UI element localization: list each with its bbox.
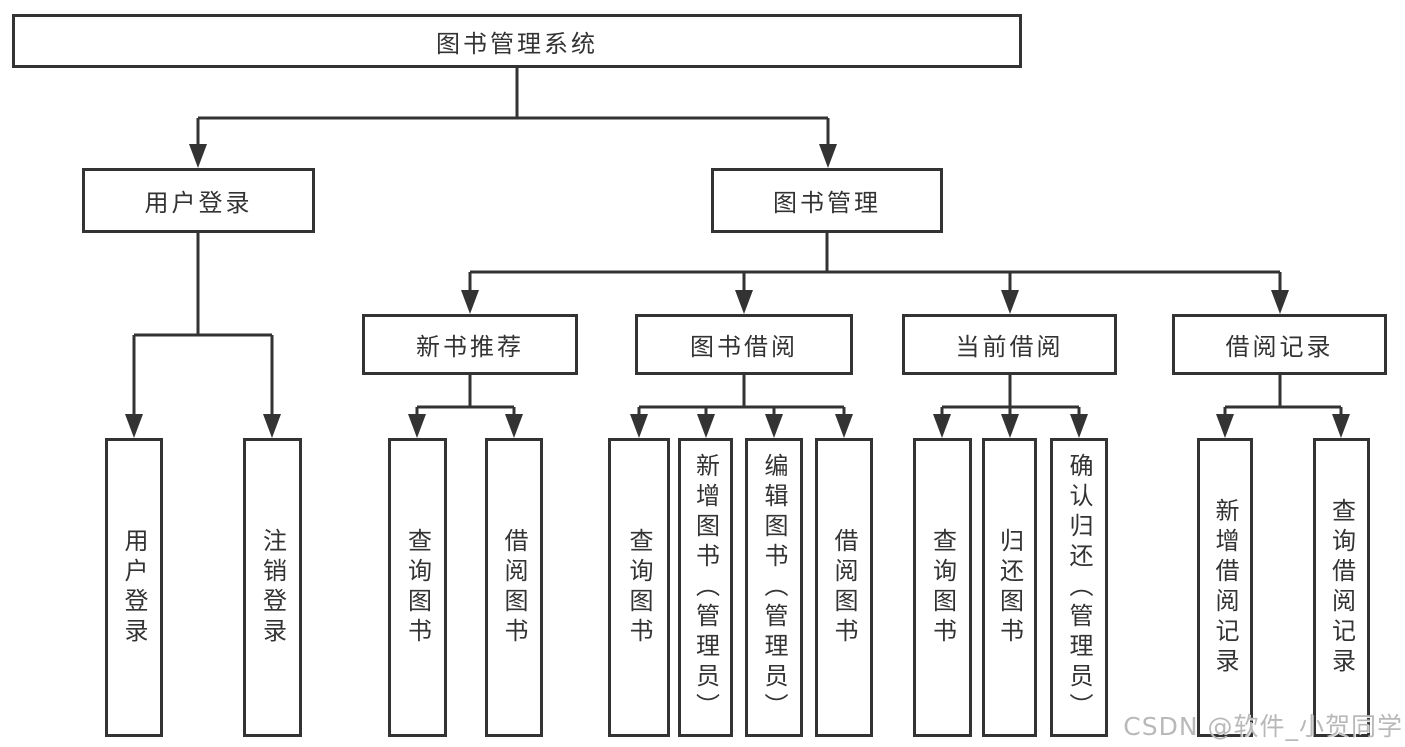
node-user-login-label: 用户登录 [144, 189, 253, 217]
leaf-logout: 注销登录 [243, 438, 302, 737]
node-book-management: 图书管理 [711, 168, 943, 233]
connector-root-to-level2 [189, 68, 837, 168]
leaf-borrow-query: 查询图书 [608, 438, 670, 737]
connector-book-borrow-children [630, 375, 853, 438]
leaf-logout-label: 注销登录 [258, 527, 287, 648]
node-root-label: 图书管理系统 [436, 29, 598, 58]
watermark: CSDN @软件_小贺同学 [1123, 712, 1403, 741]
connector-user-login-children [125, 233, 281, 438]
leaf-newbook-query: 查询图书 [388, 438, 447, 737]
leaf-current-return: 归还图书 [982, 438, 1037, 737]
leaf-user-login: 用户登录 [105, 438, 163, 737]
leaf-current-query: 查询图书 [913, 438, 972, 737]
leaf-borrow-add-admin-label: 新增图书（管理员） [691, 452, 720, 723]
connector-book-management-to-level3 [461, 233, 1289, 314]
node-book-management-label: 图书管理 [773, 189, 881, 217]
leaf-borrow-edit-admin: 编辑图书（管理员） [745, 438, 803, 737]
connector-borrow-records-children [1216, 375, 1350, 438]
leaf-newbook-borrow-label: 借阅图书 [500, 527, 528, 648]
node-new-book-recommend-label: 新书推荐 [416, 333, 524, 361]
leaf-records-query: 查询借阅记录 [1313, 438, 1370, 737]
leaf-current-confirm-admin-label: 确认归还（管理员） [1065, 452, 1093, 723]
node-new-book-recommend: 新书推荐 [362, 314, 578, 375]
node-current-borrow-label: 当前借阅 [955, 333, 1064, 361]
leaf-records-add-label: 新增借阅记录 [1211, 497, 1239, 678]
leaf-records-add: 新增借阅记录 [1197, 438, 1253, 737]
leaf-borrow-edit-admin-label: 编辑图书（管理员） [760, 452, 788, 723]
connector-current-borrow-children [933, 375, 1088, 438]
leaf-borrow-query-label: 查询图书 [625, 527, 653, 648]
leaf-records-query-label: 查询借阅记录 [1327, 497, 1356, 678]
node-current-borrow: 当前借阅 [902, 314, 1117, 375]
node-root: 图书管理系统 [12, 14, 1022, 68]
leaf-newbook-borrow: 借阅图书 [485, 438, 543, 737]
leaf-current-query-label: 查询图书 [928, 527, 957, 648]
leaf-borrow-book-label: 借阅图书 [830, 527, 858, 648]
node-book-borrow-label: 图书借阅 [690, 333, 798, 361]
node-borrow-records-label: 借阅记录 [1225, 333, 1334, 361]
leaf-user-login-label: 用户登录 [120, 527, 148, 648]
leaf-borrow-book: 借阅图书 [815, 438, 873, 737]
leaf-newbook-query-label: 查询图书 [403, 527, 432, 648]
leaf-current-return-label: 归还图书 [995, 527, 1024, 648]
leaf-current-confirm-admin: 确认归还（管理员） [1050, 438, 1108, 737]
node-book-borrow: 图书借阅 [635, 314, 853, 375]
node-user-login: 用户登录 [82, 168, 315, 233]
node-borrow-records: 借阅记录 [1172, 314, 1387, 375]
leaf-borrow-add-admin: 新增图书（管理员） [678, 438, 733, 737]
connector-new-book-children [408, 375, 523, 438]
